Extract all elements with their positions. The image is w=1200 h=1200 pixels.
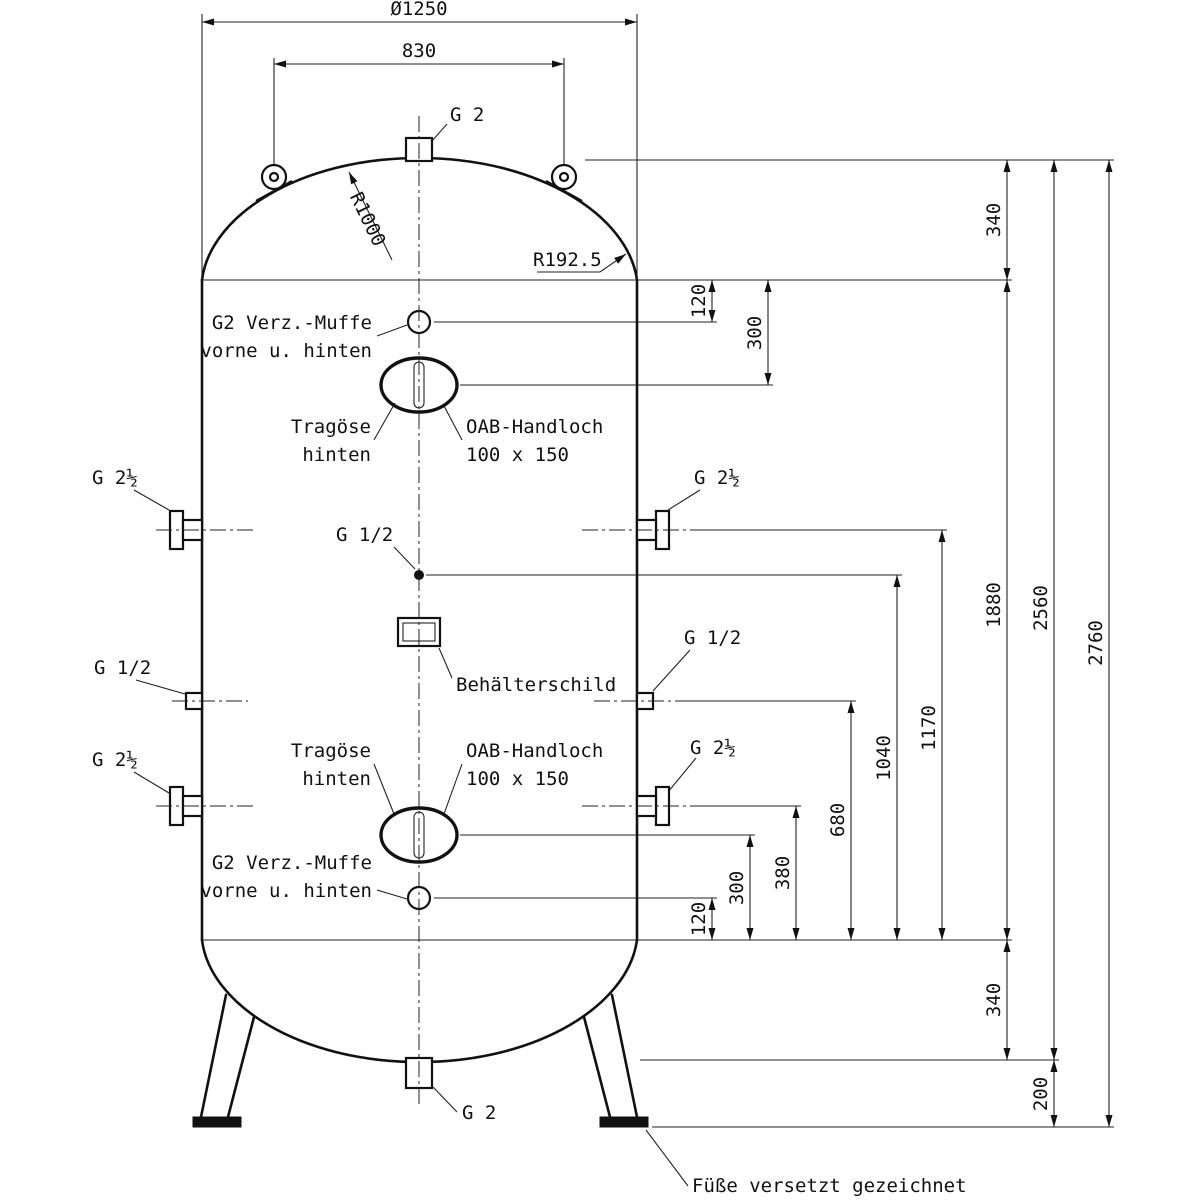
leader-fuesse	[645, 1129, 689, 1187]
leader-ghalf-right	[652, 649, 691, 692]
dim-1170-label: 1170	[918, 705, 940, 751]
dim-830-label: 830	[402, 40, 436, 62]
tragoese-top-label-line2: hinten	[302, 444, 371, 466]
right-leg-outer-edge	[610, 993, 639, 1119]
muffe-bottom-label-line1: G2 Verz.-Muffe	[212, 852, 372, 874]
annotations: Ø1250 830 G 2 R1000 R192.5 G2 Verz.-Muff…	[92, 0, 1107, 1197]
handhole-top	[379, 356, 459, 414]
ghalf-right-label: G 1/2	[684, 627, 741, 649]
leader-ghalf-left	[135, 679, 186, 695]
leader-g2half-upper-left	[133, 489, 170, 511]
muffe-top-label-line2: vorne u. hinten	[200, 340, 372, 362]
right-lug-base	[545, 180, 583, 202]
r1925-label: R192.5	[533, 249, 602, 271]
dim-340-bottom-label: 340	[983, 983, 1005, 1017]
g2half-lower-left-label: G 2½	[92, 749, 138, 771]
g2half-upper-right-label: G 2½	[694, 467, 740, 489]
dim-680-label: 680	[827, 803, 849, 837]
g2-bottom-label: G 2	[462, 1102, 496, 1124]
radius-leader-r1925	[537, 253, 627, 273]
dim-1040-label: 1040	[873, 735, 895, 781]
centerlines	[156, 116, 700, 1108]
dim-2760-label: 2760	[1085, 620, 1107, 666]
ghalf-center-label: G 1/2	[336, 524, 393, 546]
right-leg-inner-edge	[582, 1015, 612, 1119]
tragoese-top-label-line1: Tragöse	[291, 416, 371, 438]
left-foot-pad	[192, 1116, 242, 1128]
dim-300-top-label: 300	[744, 316, 766, 350]
leader-tragoese-bottom	[373, 763, 395, 815]
muffe-bottom-label-line2: vorne u. hinten	[200, 880, 372, 902]
extension-lines	[201, 14, 1114, 1128]
dim-120-bottom-label: 120	[688, 902, 710, 936]
dimension-lines	[202, 18, 1113, 1127]
radius-leader-r1000	[348, 171, 393, 261]
handloch-top-label-line2: 100 x 150	[466, 444, 569, 466]
dim-2560-label: 2560	[1030, 585, 1052, 631]
leader-g2half-upper-right	[667, 489, 701, 511]
dim-120-top-label: 120	[688, 284, 710, 318]
dim-340-top-label: 340	[983, 203, 1005, 237]
behaelterschild-label: Behälterschild	[456, 674, 616, 696]
leader-lines	[133, 123, 701, 1187]
g2half-lower-right-label: G 2½	[690, 737, 736, 759]
left-leg-outer-edge	[199, 993, 228, 1119]
r1000-label: R1000	[345, 189, 390, 250]
handloch-bottom-label-line2: 100 x 150	[466, 768, 569, 790]
left-lug-base	[255, 180, 293, 202]
muffe-top-label-line1: G2 Verz.-Muffe	[212, 312, 372, 334]
leader-tragoese-top	[373, 402, 396, 441]
g2-top-label: G 2	[450, 104, 484, 126]
right-foot-pad	[599, 1116, 649, 1128]
dim-300-bottom-label: 300	[726, 871, 748, 905]
handloch-bottom-label-line1: OAB-Handloch	[466, 740, 603, 762]
leader-g2half-lower-right	[667, 757, 697, 793]
handhole-bottom	[379, 806, 459, 864]
leader-g2-top	[431, 123, 448, 142]
dim-dia1250-label: Ø1250	[390, 0, 447, 20]
right-lug-hole	[558, 171, 570, 183]
leader-g2-bottom	[432, 1086, 458, 1113]
handloch-top-label-line1: OAB-Handloch	[466, 416, 603, 438]
tragoese-bottom-label-line2: hinten	[302, 768, 371, 790]
fuesse-note-label: Füße versetzt gezeichnet	[692, 1175, 967, 1197]
left-leg-inner-edge	[226, 1015, 256, 1119]
tragoese-bottom-label-line1: Tragöse	[291, 740, 371, 762]
dim-1880-label: 1880	[983, 582, 1005, 628]
ghalf-left-label: G 1/2	[94, 657, 151, 679]
leader-handloch-top	[442, 403, 463, 441]
leader-handloch-bottom	[443, 763, 463, 815]
support-legs	[192, 993, 649, 1128]
leader-ghalf-center	[393, 546, 416, 570]
dim-200-label: 200	[1030, 1077, 1052, 1111]
leader-g2half-lower-left	[133, 771, 170, 794]
leader-muffe-bottom	[376, 889, 408, 900]
dim-380-label: 380	[772, 856, 794, 890]
leader-schild	[438, 647, 453, 679]
left-lug-hole	[268, 171, 280, 183]
leader-muffe-top	[376, 324, 408, 337]
g2half-upper-left-label: G 2½	[92, 467, 138, 489]
